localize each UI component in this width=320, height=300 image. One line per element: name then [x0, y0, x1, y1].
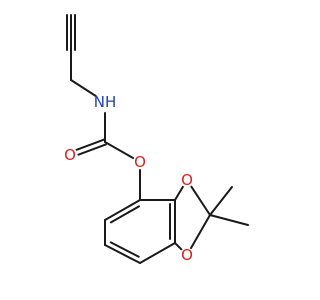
bond-line [174, 185, 184, 201]
bond-line [70, 79, 97, 98]
bond-line [174, 242, 183, 251]
atom-label-o4: O [181, 246, 193, 264]
bond-line [77, 143, 107, 156]
bond-line [190, 185, 211, 216]
atom-label-o2: O [134, 153, 146, 171]
bond-a5-o4 [174, 242, 183, 251]
bond-c4-o1 [75, 138, 107, 156]
atom-label-n: NH [94, 93, 117, 111]
bond-line-inner [109, 241, 140, 258]
bond-line [104, 141, 135, 160]
structure-canvas: NH O O O O [64, 14, 249, 264]
atom-label-layer: NH O O O O [64, 93, 193, 264]
atom-label-o1: O [64, 146, 76, 164]
bond-line [189, 214, 211, 250]
bond-cq-me2 [209, 214, 249, 226]
bond-c3-n [70, 79, 97, 98]
bond-line [209, 214, 249, 226]
bond-a3-a4 [104, 241, 141, 264]
bond-a5-a6 [169, 199, 176, 244]
bond-a1-a2 [104, 199, 141, 224]
bond-a6-o3 [174, 185, 184, 201]
atom-label-o3: O [181, 171, 193, 189]
bond-o4-cq [189, 214, 211, 250]
bond-line-inner [109, 205, 141, 224]
bond-line [209, 186, 233, 216]
bond-c4-o2 [104, 141, 135, 160]
bond-o3-cq [190, 185, 211, 216]
bond-layer [66, 14, 249, 264]
bond-line [75, 138, 106, 151]
bond-cq-me1 [209, 186, 233, 216]
bond-c1-c2 [66, 14, 76, 51]
molecule-structure: NH O O O O [64, 14, 249, 264]
bond-line [104, 244, 141, 264]
bond-line [104, 199, 141, 221]
bond-line [139, 242, 176, 264]
bond-a4-a5 [139, 242, 176, 264]
